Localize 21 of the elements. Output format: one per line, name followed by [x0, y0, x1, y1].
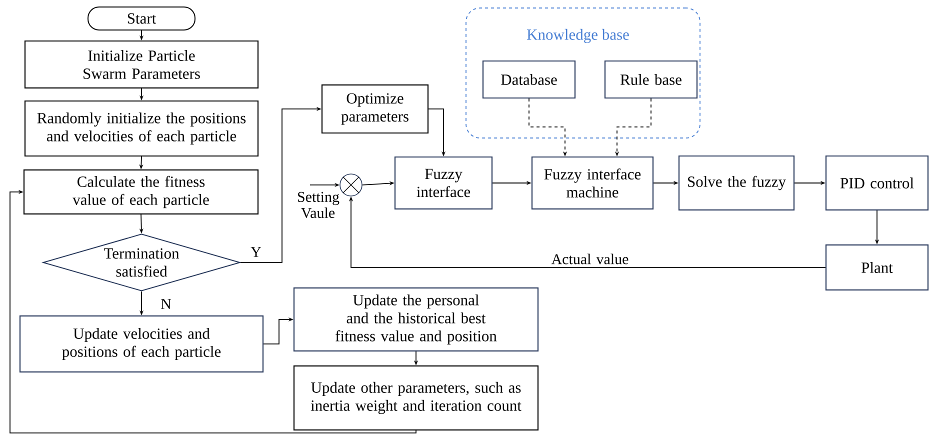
- process-box: Fuzzy interface: [394, 156, 493, 210]
- process-box: Database: [482, 60, 576, 99]
- process-box: Plant: [825, 244, 929, 291]
- process-box: Update other parameters, such as inertia weight and iteration count: [293, 365, 539, 431]
- process-box: Initialize Particle Swarm Parameters: [24, 40, 259, 89]
- process-box: Fuzzy interface machine: [531, 156, 654, 210]
- process-box: PID control: [825, 155, 929, 211]
- process-box: Calculate the fitness value of each particle: [23, 169, 259, 215]
- edge-label: N: [155, 298, 177, 310]
- edge-label: Setting Vaule: [296, 190, 340, 220]
- process-box: Rule base: [604, 60, 698, 99]
- start-terminal: Start: [88, 6, 196, 30]
- process-box: Update the personal and the historical best fitness value and position: [293, 287, 539, 352]
- process-box: Solve the fuzzy: [678, 155, 795, 211]
- process-box: Update velocities and positions of each particle: [19, 315, 264, 373]
- process-box: Randomly initialize the positions and velocities of each particle: [24, 100, 259, 157]
- arrow: [10, 190, 416, 434]
- summing-junction: [340, 174, 362, 196]
- edge-label: Y: [245, 246, 267, 258]
- process-box: Optimize parameters: [321, 84, 429, 134]
- edge-label: Actual value: [544, 252, 636, 266]
